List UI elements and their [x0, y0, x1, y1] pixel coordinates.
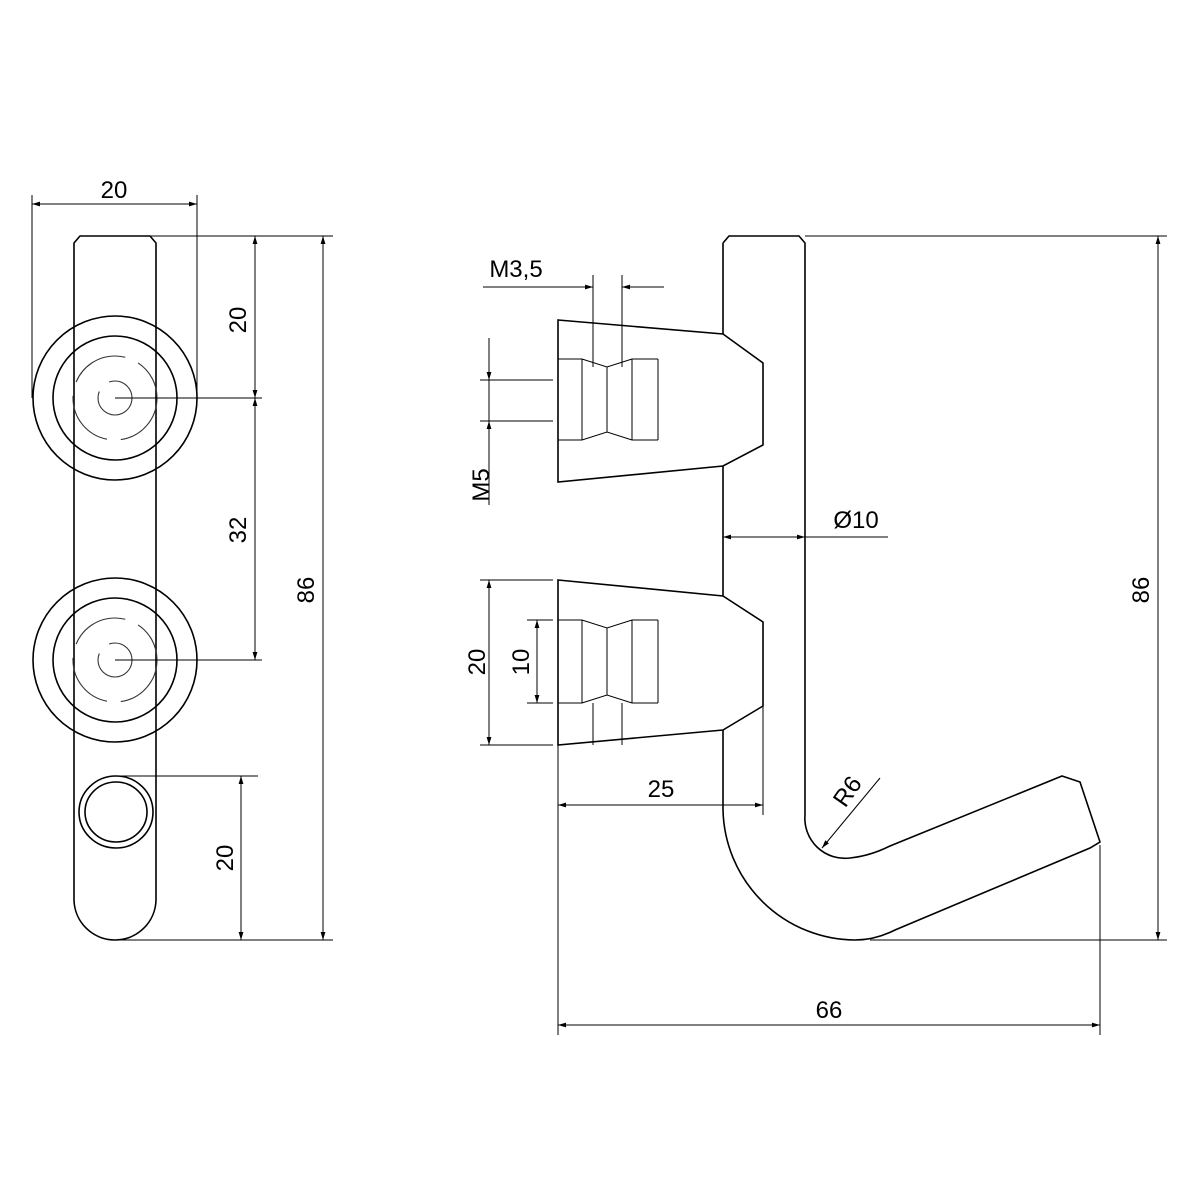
total-width-label: 66 — [816, 997, 843, 1024]
side-top-label: 20 — [225, 307, 252, 334]
hook-outline — [722, 235, 1101, 941]
front-dimension-lines — [480, 235, 1167, 1035]
upper-knob-profile — [557, 319, 764, 483]
knob-height-label: 20 — [464, 649, 491, 676]
side-height-label: 86 — [293, 577, 320, 604]
lower-knob-profile — [557, 579, 764, 746]
front-view: M3,5 M5 Ø10 86 20 10 25 66 R6 — [464, 235, 1167, 1035]
side-view: 20 20 32 86 20 — [31, 177, 333, 941]
front-height-label: 86 — [1128, 577, 1155, 604]
side-spacing-label: 32 — [225, 517, 252, 544]
side-width-label: 20 — [101, 177, 128, 204]
mounting-hole — [78, 775, 154, 849]
diameter-label: Ø10 — [833, 507, 878, 534]
side-hole-label: 20 — [212, 845, 239, 872]
thread-size-label: M5 — [468, 468, 495, 501]
knob-depth-label: 25 — [648, 776, 675, 803]
radius-label: R6 — [828, 771, 868, 812]
screw-size-label: M3,5 — [489, 256, 542, 283]
dimension-lines — [31, 195, 333, 941]
knob-inner-label: 10 — [508, 649, 535, 676]
